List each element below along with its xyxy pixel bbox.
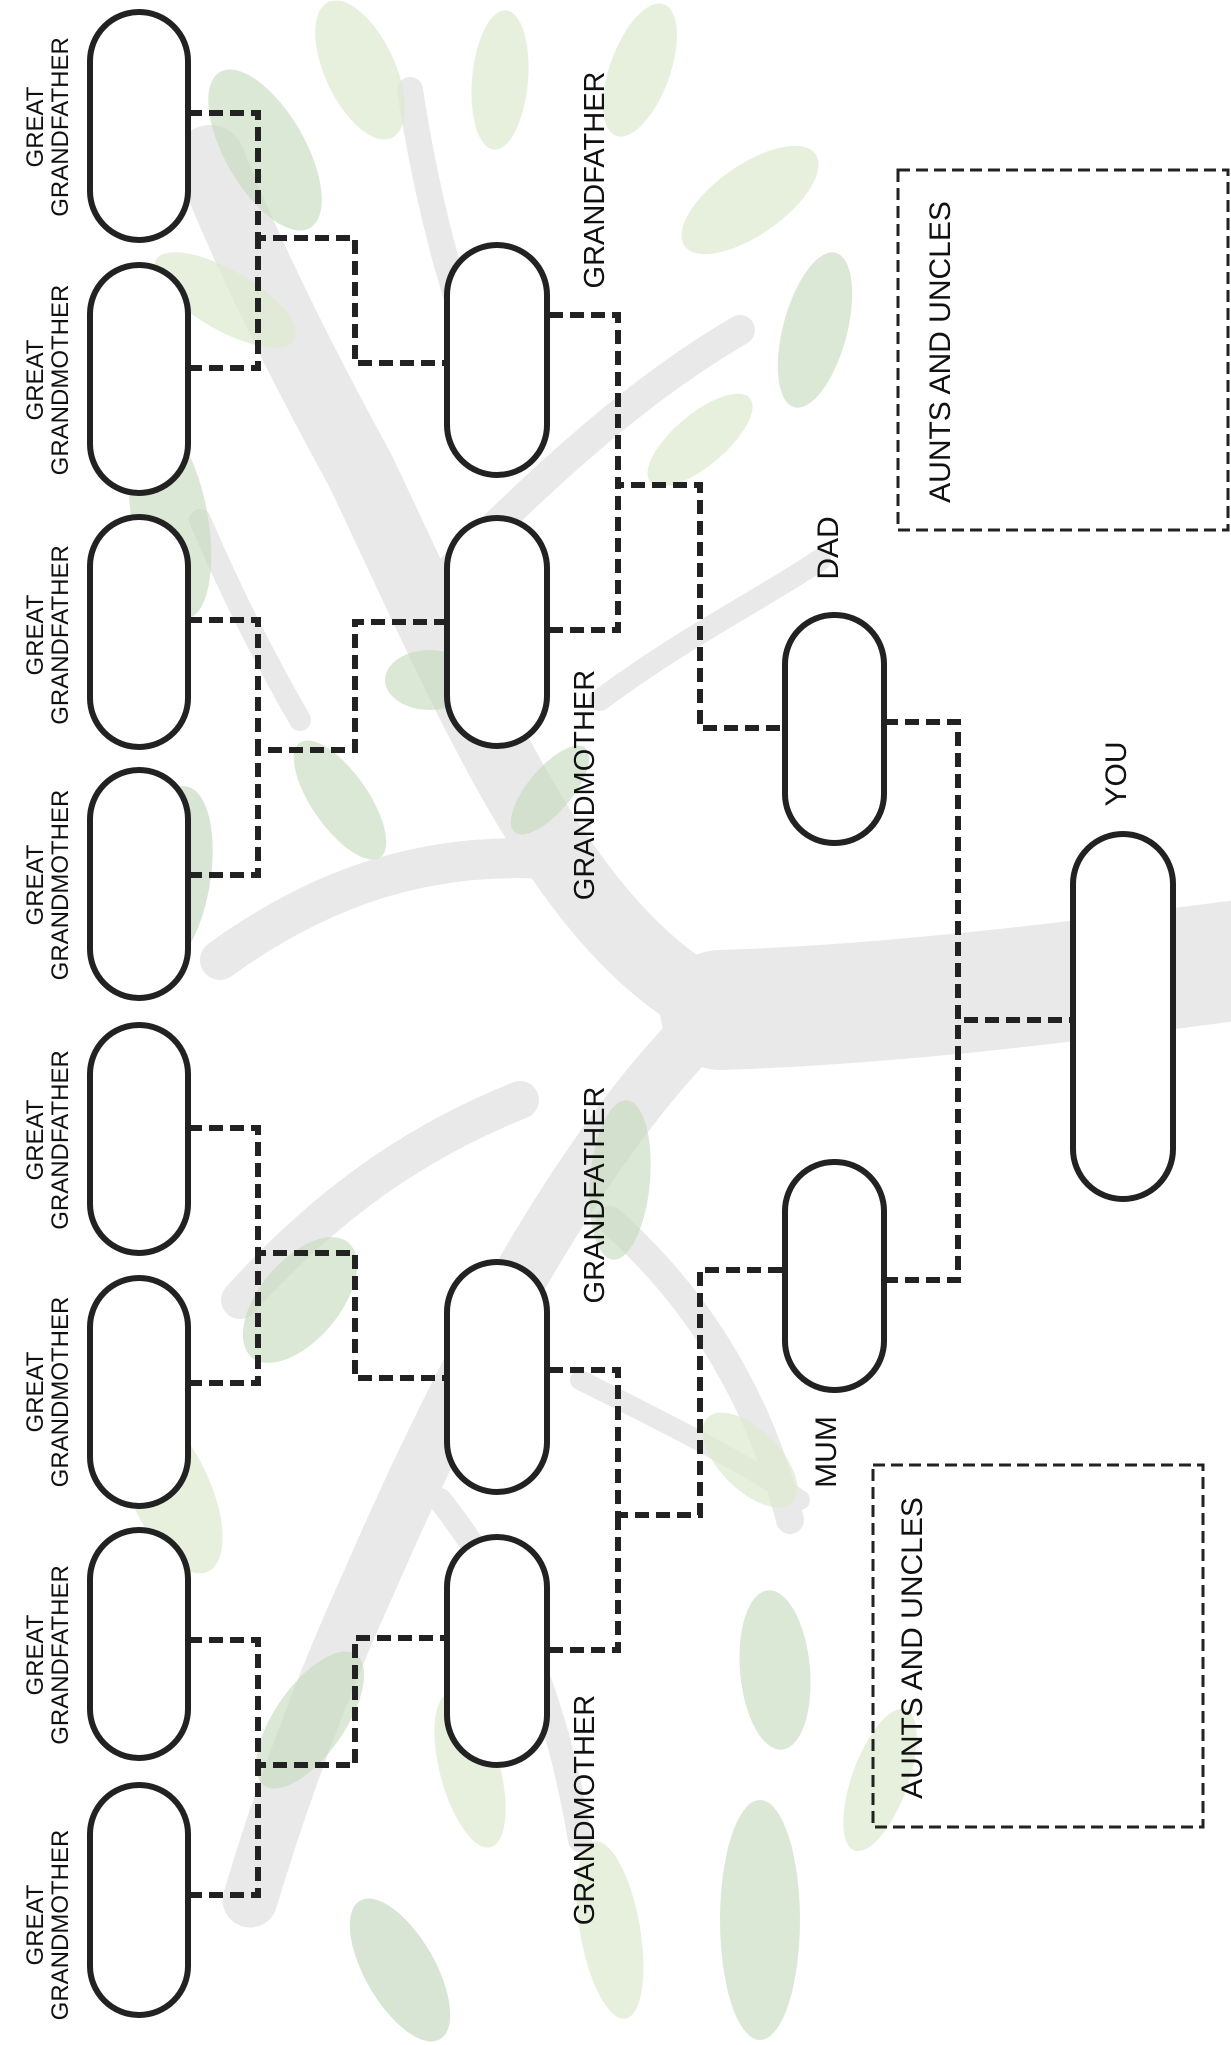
great-grandfather-label-3: GREAT GRANDFATHER (22, 1050, 74, 1230)
mum-label: MUM (810, 1416, 843, 1488)
great-grandmother-label-2: GREAT GRANDMOTHER (22, 790, 74, 981)
svg-text:GREAT: GREAT (22, 339, 49, 420)
grandmother-box-mum-side[interactable] (447, 1537, 547, 1765)
grandmother-label-mum-side: GRANDMOTHER (569, 1695, 601, 1925)
aunts-uncles-label-mum-side: AUNTS AND UNCLES (896, 1497, 929, 1799)
great-grandfather-label-2: GREAT GRANDFATHER (22, 545, 74, 725)
grandfather-label-dad-side: GRANDFATHER (579, 72, 611, 289)
great-grandfather-box-2[interactable] (90, 517, 188, 747)
grandmother-box-dad-side[interactable] (447, 518, 547, 746)
svg-text:GREAT: GREAT (22, 86, 49, 167)
svg-text:GRANDFATHER: GRANDFATHER (47, 1050, 74, 1230)
great-grandmother-label-4: GREAT GRANDMOTHER (22, 1830, 74, 2021)
aunts-uncles-label-dad-side: AUNTS AND UNCLES (924, 201, 957, 503)
great-grandfather-box-3[interactable] (90, 1025, 188, 1253)
svg-text:GREAT: GREAT (22, 594, 49, 675)
svg-text:GREAT: GREAT (22, 1351, 49, 1432)
great-grandfather-box-1[interactable] (90, 12, 188, 240)
svg-text:GREAT: GREAT (22, 1884, 49, 1965)
great-grandfather-box-4[interactable] (90, 1530, 188, 1758)
svg-text:GRANDMOTHER: GRANDMOTHER (47, 1297, 74, 1488)
great-grandmother-box-3[interactable] (90, 1278, 188, 1506)
svg-text:GRANDFATHER: GRANDFATHER (47, 37, 74, 217)
mum-box[interactable] (785, 1162, 884, 1390)
svg-text:GRANDMOTHER: GRANDMOTHER (47, 285, 74, 476)
great-grandmother-box-2[interactable] (90, 770, 188, 998)
great-grandfather-label-1: GREAT GRANDFATHER (22, 37, 74, 217)
svg-text:GREAT: GREAT (22, 844, 49, 925)
grandmother-label-dad-side: GRANDMOTHER (569, 670, 601, 900)
great-grandmother-box-1[interactable] (90, 265, 188, 493)
svg-text:GRANDMOTHER: GRANDMOTHER (47, 790, 74, 981)
svg-text:GRANDFATHER: GRANDFATHER (47, 545, 74, 725)
grandfather-box-mum-side[interactable] (447, 1262, 547, 1492)
you-label: YOU (1100, 741, 1133, 806)
grandfather-box-dad-side[interactable] (447, 245, 547, 475)
you-box[interactable] (1073, 834, 1173, 1199)
great-grandmother-label-1: GREAT GRANDMOTHER (22, 285, 74, 476)
great-grandfather-label-4: GREAT GRANDFATHER (22, 1565, 74, 1745)
svg-text:GREAT: GREAT (22, 1614, 49, 1695)
grandfather-label-mum-side: GRANDFATHER (579, 1087, 611, 1304)
great-grandmother-label-3: GREAT GRANDMOTHER (22, 1297, 74, 1488)
dad-label: DAD (812, 516, 845, 579)
svg-text:GREAT: GREAT (22, 1099, 49, 1180)
great-grandmother-box-4[interactable] (90, 1785, 188, 2015)
svg-text:GRANDFATHER: GRANDFATHER (47, 1565, 74, 1745)
svg-text:GRANDMOTHER: GRANDMOTHER (47, 1830, 74, 2021)
dad-box[interactable] (785, 615, 884, 843)
